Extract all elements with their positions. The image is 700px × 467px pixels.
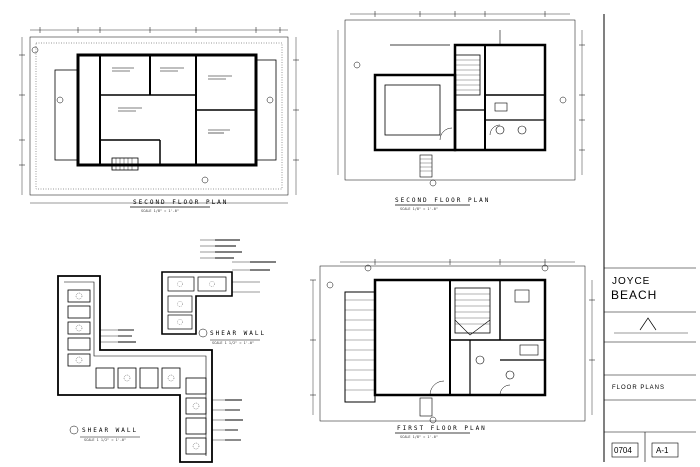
drawing-scale-top-left: SCALE 1/8" = 1'-0"	[141, 209, 179, 213]
job-number: 0704	[614, 446, 632, 455]
plan-top-right	[337, 11, 585, 206]
project-name-line1: JOYCE	[612, 276, 651, 287]
drawing-title-top-right: SECOND FLOOR PLAN	[395, 197, 491, 204]
drawing-scale-bottom-right: SCALE 1/8" = 1'-0"	[400, 435, 438, 439]
drawing-title-bottom-right: FIRST FLOOR PLAN	[397, 425, 487, 432]
title-block-frame	[603, 14, 696, 462]
plan-top-left	[19, 27, 299, 208]
plan-bottom-right	[310, 259, 595, 434]
drawing-scale-detail-a: SCALE 1 1/2" = 1'-0"	[84, 438, 127, 442]
shear-wall-details	[57, 239, 276, 463]
sheet-title: FLOOR PLANS	[612, 385, 666, 391]
sheet-number: A-1	[656, 446, 669, 455]
drawing-title-top-left: SECOND FLOOR PLAN	[133, 199, 229, 206]
drawing-scale-detail-b: SCALE 1 1/2" = 1'-0"	[212, 341, 255, 345]
drawing-title-detail-b: SHEAR WALL	[210, 330, 267, 337]
drawing-scale-top-right: SCALE 1/8" = 1'-0"	[400, 207, 438, 211]
drawing-title-detail-a: SHEAR WALL	[82, 427, 139, 434]
project-name-line2: BEACH	[611, 288, 658, 302]
